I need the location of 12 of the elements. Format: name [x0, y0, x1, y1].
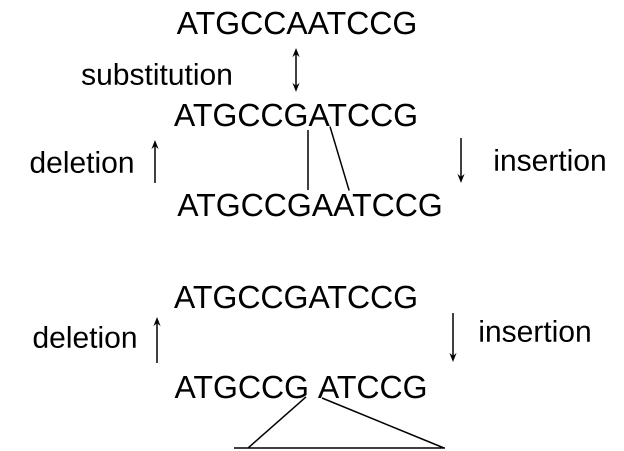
sequence-text: ATGCCGATCCG	[174, 104, 416, 126]
edge-label: substitution	[80, 62, 234, 86]
sequence-text: ATGCCAATCCG	[176, 12, 415, 34]
edge-label: deletion	[28, 150, 136, 174]
edge-label: deletion	[31, 324, 139, 350]
edge-label: insertion	[492, 148, 608, 172]
sequence-text: ATGCCGAATCCG	[177, 194, 440, 216]
alignment-line	[307, 130, 309, 190]
sequence-text: ATGCCGATCCG	[174, 286, 416, 308]
alignment-line	[329, 126, 350, 191]
edge-label: insertion	[477, 318, 593, 344]
sequence-text: ATGCCG ATCCG	[174, 376, 426, 398]
